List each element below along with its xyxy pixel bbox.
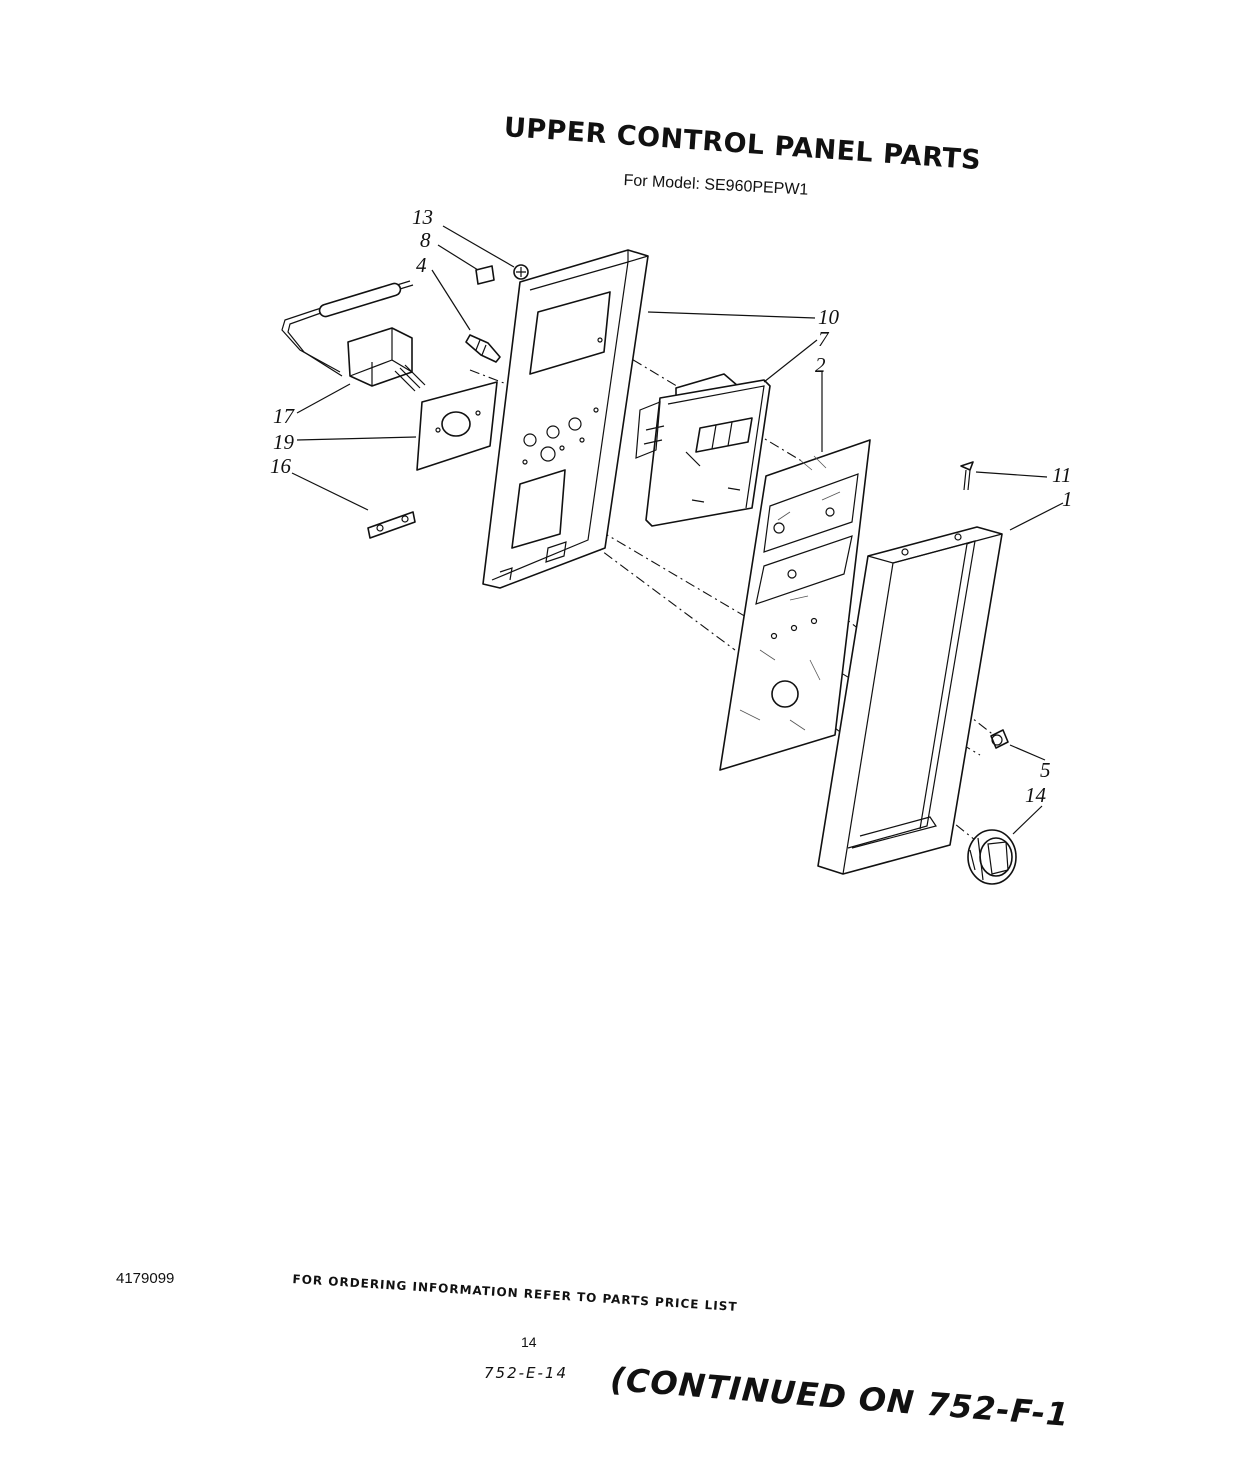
part-5-button <box>990 729 1009 749</box>
callout-4: 4 <box>416 253 427 277</box>
leader-lines <box>291 225 1064 835</box>
document-number: 4179099 <box>116 1270 175 1287</box>
callout-2: 2 <box>815 353 826 377</box>
part-16-bracket <box>367 511 416 539</box>
callout-7: 7 <box>818 327 830 351</box>
callout-labels: 13 8 4 10 7 2 11 1 17 19 16 5 14 <box>270 205 1073 807</box>
callout-19: 19 <box>273 430 295 454</box>
part-8-clip <box>475 265 495 285</box>
part-19-mounting-plate <box>416 381 498 471</box>
reference-code: 752-E-14 <box>484 1364 569 1382</box>
callout-5: 5 <box>1040 758 1051 782</box>
part-14-control-knob <box>967 829 1017 885</box>
part-7-control-module <box>635 373 771 527</box>
part-4-lamp-socket <box>465 334 501 363</box>
callout-10: 10 <box>818 305 840 329</box>
part-10-panel-frame <box>482 249 649 589</box>
part-2-faceplate <box>719 439 871 771</box>
part-1-outer-frame <box>817 526 1003 875</box>
callout-13: 13 <box>412 205 433 229</box>
callout-17: 17 <box>273 404 296 428</box>
callout-1: 1 <box>1062 487 1073 511</box>
page-number: 14 <box>521 1334 537 1350</box>
callout-8: 8 <box>420 228 431 252</box>
part-17-switch <box>281 280 426 392</box>
callout-14: 14 <box>1025 783 1047 807</box>
part-13-nut <box>513 264 529 280</box>
callout-16: 16 <box>270 454 292 478</box>
callout-11: 11 <box>1052 463 1071 487</box>
part-11-screw <box>960 461 974 491</box>
